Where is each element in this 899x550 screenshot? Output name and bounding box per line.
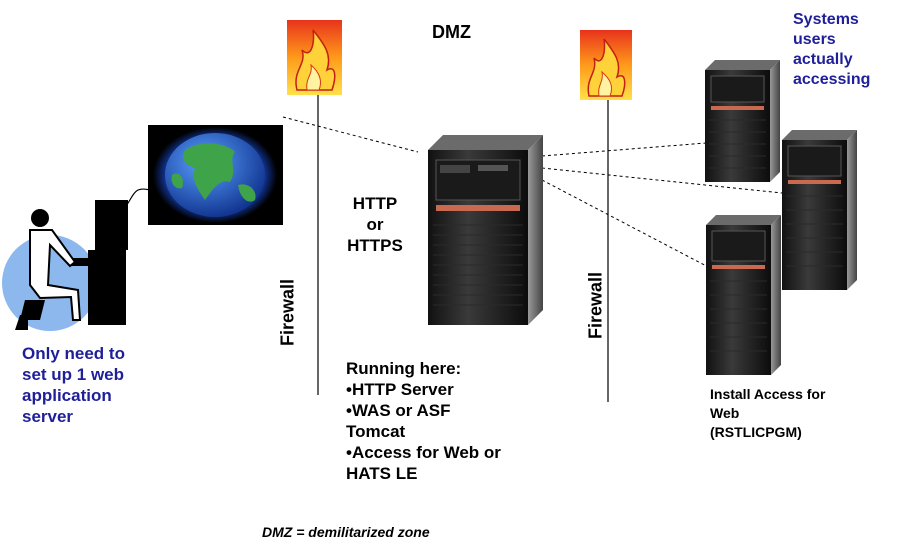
firewall-left-label: Firewall xyxy=(277,278,298,347)
running-heading: Running here: xyxy=(346,359,462,378)
note-line: application xyxy=(22,386,112,405)
server-icon-system-1 xyxy=(705,60,780,182)
dmz-title: DMZ xyxy=(432,22,471,42)
note-line: Web xyxy=(710,405,740,421)
note-line: Systems xyxy=(793,11,859,28)
note-line: Install Access for xyxy=(710,386,826,402)
note-line: users xyxy=(793,31,836,48)
running-item: •Access for Web or xyxy=(346,443,501,462)
install-note: Install Access for Web (RSTLICPGM) xyxy=(710,385,825,442)
note-line: (RSTLICPGM) xyxy=(710,424,802,440)
connection-dashed xyxy=(541,142,707,157)
user-at-computer-icon xyxy=(2,188,151,331)
server-icon-system-3 xyxy=(706,215,781,375)
fire-icon xyxy=(287,20,342,95)
connection-dashed xyxy=(541,167,783,194)
running-here-list: Running here: •HTTP Server •WAS or ASF T… xyxy=(346,358,501,484)
server-icon-web-application-server xyxy=(428,135,543,325)
fire-icon xyxy=(580,30,632,100)
protocol-line: or xyxy=(366,215,384,234)
connection-dashed xyxy=(541,179,715,271)
running-item: Tomcat xyxy=(346,422,406,441)
protocol-line: HTTP xyxy=(352,194,398,213)
note-line: set up 1 web xyxy=(22,365,125,384)
note-line: actually xyxy=(793,51,853,68)
running-item: •HTTP Server xyxy=(346,380,454,399)
note-line: server xyxy=(22,407,74,426)
web-server-note: Only need to set up 1 web application se… xyxy=(22,343,125,427)
firewall-right-label: Firewall xyxy=(585,271,606,340)
protocol-line: HTTPS xyxy=(347,236,403,255)
note-line: Only need to xyxy=(22,344,125,363)
server-icon-system-2 xyxy=(782,130,857,290)
connection-dashed xyxy=(282,116,419,153)
systems-note: Systems users actually accessing xyxy=(793,10,870,90)
running-item: •WAS or ASF xyxy=(346,401,451,420)
footnote: DMZ = demilitarized zone xyxy=(262,524,430,540)
protocol-label: HTTP or HTTPS xyxy=(335,193,415,256)
globe-icon xyxy=(148,125,283,225)
running-item: HATS LE xyxy=(346,464,418,483)
note-line: accessing xyxy=(793,71,871,88)
